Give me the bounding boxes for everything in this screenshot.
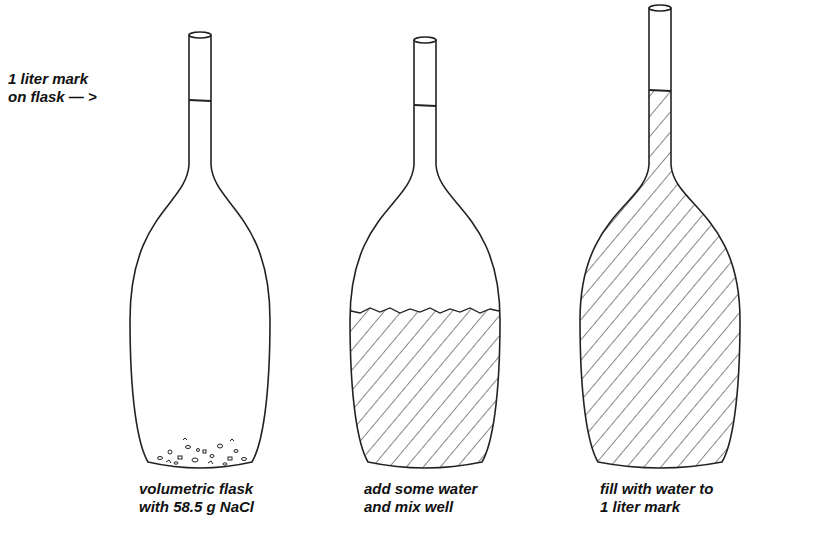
flask-rim [414,37,436,43]
salt-crystals [158,438,247,465]
mark-pointer-label: 1 liter mark on flask — > [8,70,108,106]
water-surface [351,308,499,313]
step-caption: volumetric flask with 58.5 g NaCl [139,480,263,516]
volumetric-flask [350,40,500,468]
liter-mark [414,105,436,106]
water-fill [570,90,750,490]
step-caption: add some water and mix well [364,480,488,516]
volumetric-flask [130,35,270,468]
volumetric-flask [580,8,740,468]
flask-rim [189,32,211,38]
liter-mark [649,90,671,91]
water-fill [340,308,510,480]
liter-mark [189,100,211,101]
step-caption: fill with water to 1 liter mark [600,480,722,516]
flask-rim [649,5,671,11]
